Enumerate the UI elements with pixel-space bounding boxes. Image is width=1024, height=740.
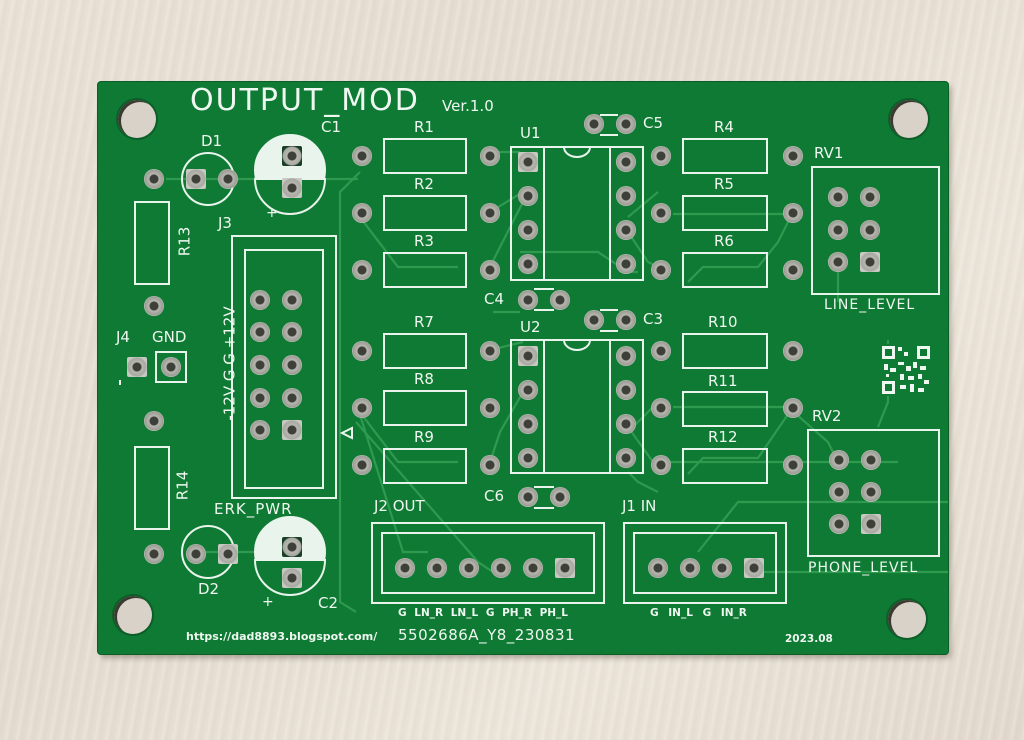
c2-plus-marker: +	[262, 594, 274, 610]
label-r4: R4	[714, 118, 734, 136]
label-gnd: GND	[152, 328, 187, 346]
label-pwr-pins: -12V G G +12V	[220, 306, 239, 421]
label-phone-level: PHONE_LEVEL	[808, 560, 919, 576]
label-d1: D1	[201, 132, 223, 150]
j2-pin-labels: G LN_R LN_L G PH_R PH_L	[398, 607, 568, 619]
j1-pin-labels: G IN_L G IN_R	[650, 607, 747, 619]
qr-code	[880, 344, 932, 396]
label-r11: R11	[708, 372, 738, 390]
label-j4: J4	[116, 328, 130, 346]
mounting-hole-top-left	[118, 100, 156, 138]
label-r5: R5	[714, 175, 734, 193]
c1-plus-marker: +	[266, 205, 278, 221]
mounting-hole-top-right	[890, 100, 928, 138]
board-version: Ver.1.0	[442, 97, 494, 115]
label-r6: R6	[714, 232, 734, 250]
label-c5: C5	[643, 114, 664, 132]
label-rv1: RV1	[814, 144, 844, 162]
label-r1: R1	[414, 118, 434, 136]
label-c3: C3	[643, 310, 664, 328]
label-erk-pwr: ERK_PWR	[214, 500, 293, 518]
label-c2: C2	[318, 594, 339, 612]
label-r3: R3	[414, 232, 434, 250]
label-j1-in: J1 IN	[622, 497, 657, 515]
label-r14: R14	[173, 470, 192, 501]
label-r12: R12	[708, 428, 738, 446]
label-j2-out: J2 OUT	[374, 497, 425, 515]
label-r7: R7	[414, 313, 434, 331]
label-d2: D2	[198, 580, 220, 598]
label-c6: C6	[484, 487, 505, 505]
mounting-hole-bottom-right	[888, 600, 926, 638]
board-url: https://dad8893.blogspot.com/	[186, 630, 378, 643]
board-title: OUTPUT_MOD	[190, 83, 420, 118]
label-rv2: RV2	[812, 407, 842, 425]
board-order-id: 5502686A_Y8_230831	[398, 626, 576, 644]
label-r8: R8	[414, 370, 434, 388]
label-c1: C1	[321, 118, 342, 136]
label-c4: C4	[484, 290, 505, 308]
label-u1: U1	[520, 124, 541, 142]
label-r9: R9	[414, 428, 434, 446]
label-r13: R13	[175, 226, 194, 257]
board-date: 2023.08	[785, 633, 833, 645]
label-j3: J3	[218, 214, 232, 232]
mounting-hole-bottom-left	[114, 596, 152, 634]
label-u2: U2	[520, 318, 541, 336]
label-r2: R2	[414, 175, 434, 193]
pcb-board: OUTPUT_MOD Ver.1.0 C1 D1 R1 R2 R3 R7 R8 …	[98, 82, 948, 654]
label-r10: R10	[708, 313, 738, 331]
label-line-level: LINE_LEVEL	[824, 297, 916, 313]
